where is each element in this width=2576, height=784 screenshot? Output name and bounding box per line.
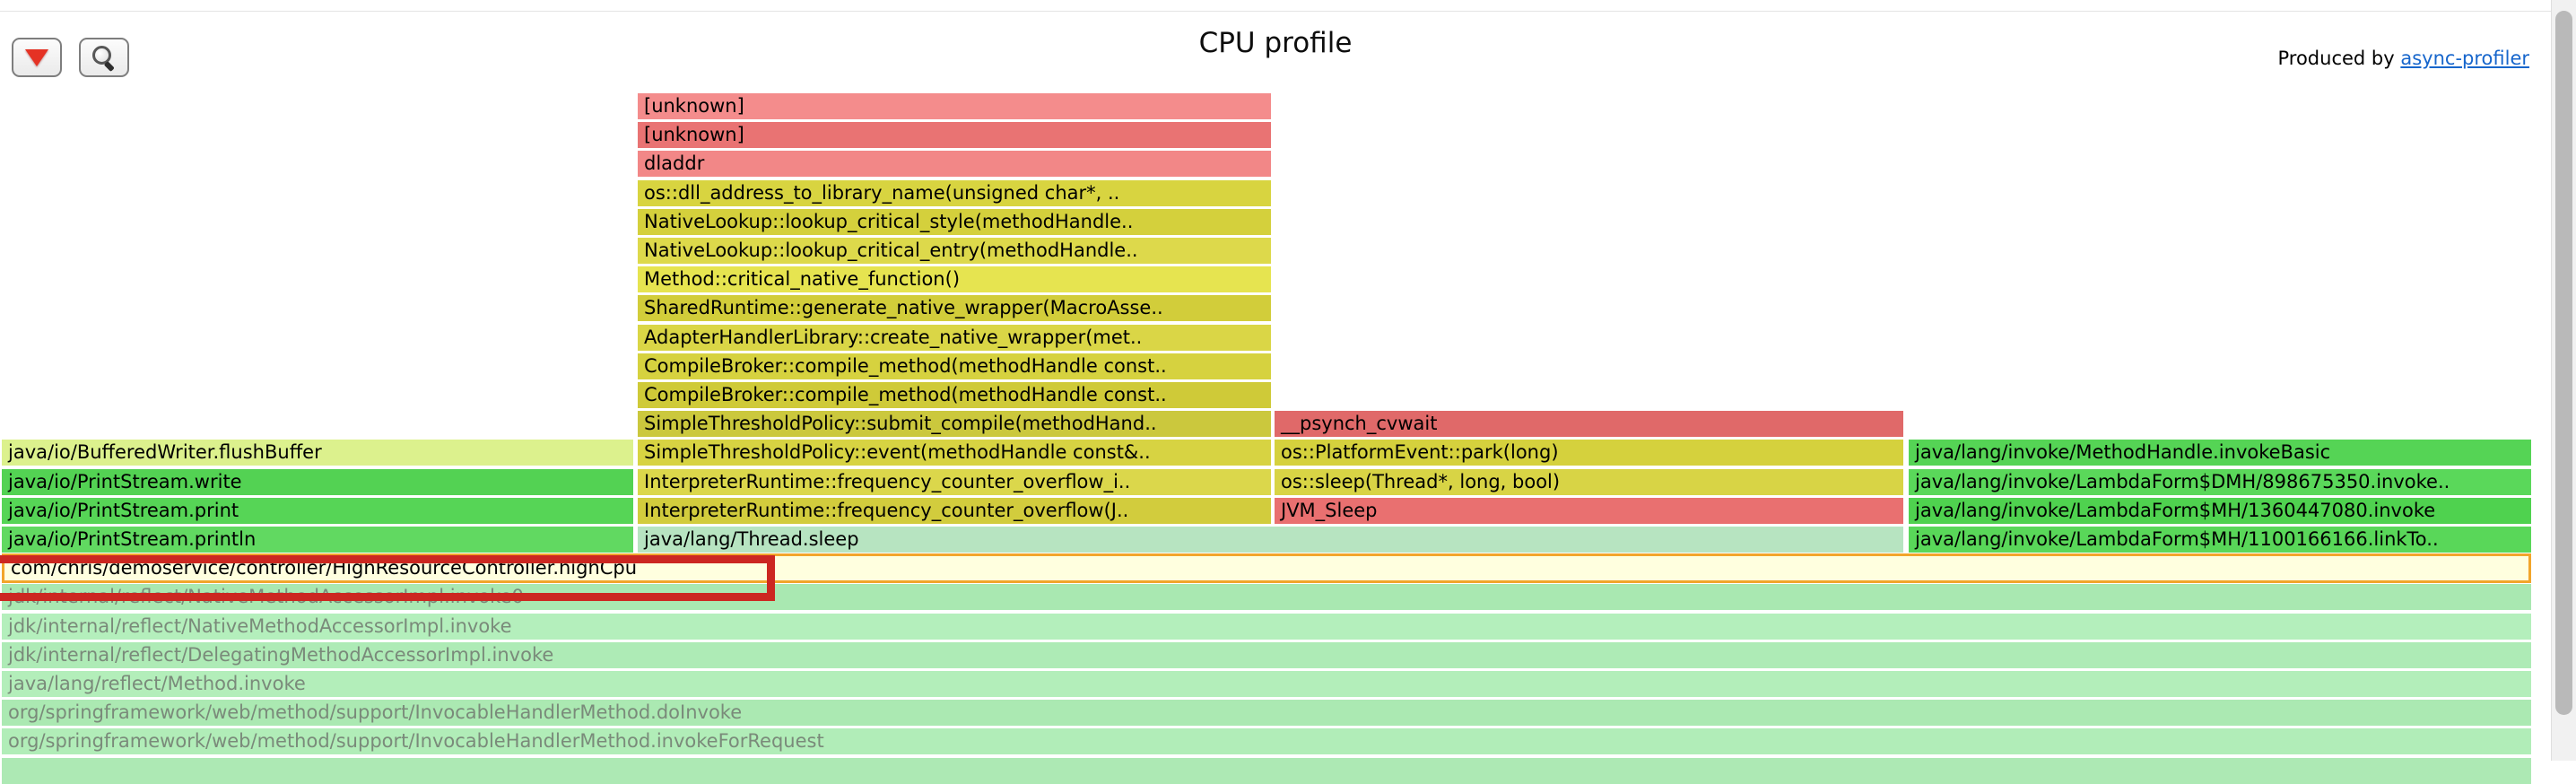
flame-frame[interactable]: java/io/PrintStream.write (2, 468, 633, 495)
flame-frame[interactable]: SharedRuntime::generate_native_wrapper(M… (638, 295, 1271, 322)
scrollbar-thumb[interactable] (2555, 11, 2572, 715)
flame-frame[interactable]: java/lang/invoke/LambdaForm$DMH/89867535… (1909, 468, 2531, 495)
flame-frame[interactable]: java/io/BufferedWriter.flushBuffer (2, 440, 633, 466)
flame-frame[interactable]: SimpleThresholdPolicy::submit_compile(me… (638, 411, 1271, 438)
flame-frame[interactable]: java/lang/invoke/MethodHandle.invokeBasi… (1909, 440, 2531, 466)
flame-frame[interactable]: CompileBroker::compile_method(methodHand… (638, 382, 1271, 408)
flame-frame[interactable]: InterpreterRuntime::frequency_counter_ov… (638, 468, 1271, 495)
flame-frame[interactable]: org/springframework/web/method/support/I… (2, 728, 2531, 755)
flame-frame[interactable] (2, 757, 2531, 784)
flame-frame[interactable]: java/lang/Thread.sleep (638, 527, 1903, 553)
flame-frame[interactable]: AdapterHandlerLibrary::create_native_wra… (638, 324, 1271, 351)
flame-frame[interactable]: java/io/PrintStream.println (2, 527, 633, 553)
flame-frame[interactable]: InterpreterRuntime::frequency_counter_ov… (638, 497, 1271, 524)
search-icon (91, 45, 117, 73)
flame-frame[interactable]: [unknown] (638, 93, 1271, 119)
collapse-button[interactable] (12, 38, 62, 77)
attribution: Produced by async-profiler (2277, 48, 2529, 69)
header-divider (0, 11, 2551, 12)
flame-frame[interactable]: CompileBroker::compile_method(methodHand… (638, 353, 1271, 379)
flame-frame[interactable]: [unknown] (638, 122, 1271, 149)
flame-frame[interactable]: java/lang/reflect/Method.invoke (2, 671, 2531, 697)
flame-frame[interactable]: NativeLookup::lookup_critical_entry(meth… (638, 238, 1271, 264)
flame-frame[interactable]: Method::critical_native_function() (638, 266, 1271, 293)
async-profiler-link[interactable]: async-profiler (2400, 48, 2529, 69)
flame-frame[interactable]: jdk/internal/reflect/NativeMethodAccesso… (2, 613, 2531, 640)
flame-frame[interactable]: dladdr (638, 151, 1271, 178)
flame-frame[interactable]: java/io/PrintStream.print (2, 497, 633, 524)
flame-frame[interactable]: os::sleep(Thread*, long, bool) (1275, 468, 1903, 495)
page-title: CPU profile (1198, 27, 1353, 59)
flame-frame[interactable]: SimpleThresholdPolicy::event(methodHandl… (638, 440, 1271, 466)
flame-frame[interactable]: java/lang/invoke/LambdaForm$MH/110016616… (1909, 527, 2531, 553)
flame-frame[interactable]: NativeLookup::lookup_critical_style(meth… (638, 208, 1271, 235)
annotation-red-box (0, 555, 775, 601)
flame-frame[interactable]: __psynch_cvwait (1275, 411, 1903, 438)
search-button[interactable] (79, 38, 129, 77)
flame-frame[interactable]: org/springframework/web/method/support/I… (2, 700, 2531, 727)
flame-frame[interactable]: os::PlatformEvent::park(long) (1275, 440, 1903, 466)
flame-frame[interactable]: os::dll_address_to_library_name(unsigned… (638, 179, 1271, 206)
flame-frame[interactable]: JVM_Sleep (1275, 497, 1903, 524)
flame-frame[interactable]: java/lang/invoke/LambdaForm$MH/136044708… (1909, 497, 2531, 524)
flame-frame[interactable]: jdk/internal/reflect/DelegatingMethodAcc… (2, 641, 2531, 668)
attribution-text: Produced by (2277, 48, 2395, 69)
red-triangle-down-icon (25, 48, 48, 66)
